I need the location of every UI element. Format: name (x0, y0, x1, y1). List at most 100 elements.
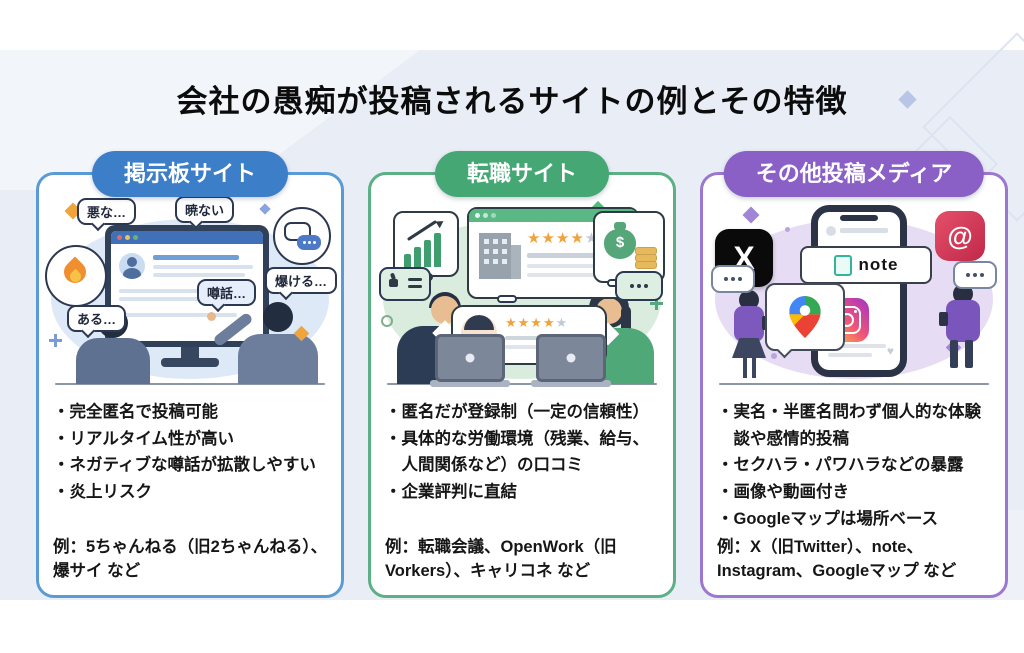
person-hoodie (946, 300, 980, 342)
feature-list: 完全匿名で投稿可能 リアルタイム性が高い ネガティブな噂話が拡散しやすい 炎上リ… (53, 399, 329, 506)
person-jacket (734, 306, 764, 342)
example-sites-text: 例：転職会議、OpenWork（旧Vorkers）、キャリコネ など (385, 538, 617, 581)
star-rating: ★★★★★ (527, 230, 598, 247)
person-leg (950, 340, 958, 368)
card-other-posting-media: その他投稿メディア ♥ note (700, 151, 1008, 598)
feature-item: セクハラ・パワハラなどの暴露 (717, 452, 993, 479)
window-dot (475, 213, 480, 218)
sparkle-icon (742, 206, 760, 224)
speech-bubble: ある… (67, 305, 127, 339)
money-bag-icon: $ (604, 222, 636, 259)
social-media-illustration: ♥ note X @ (711, 205, 997, 387)
card-bulletin-board-sites: 掲示板サイト (36, 151, 344, 598)
handheld-phone (939, 312, 948, 326)
trend-arrow-head (435, 217, 446, 229)
text-line (840, 228, 888, 233)
feature-item: 具体的な労働環境（残業、給与、人間関係など）の口コミ (385, 426, 661, 479)
dot-decoration (771, 353, 777, 359)
forum-avatar-icon (119, 253, 145, 279)
note-logo: note (800, 246, 932, 284)
coin-icon (635, 254, 657, 262)
monitor-stand-base (161, 358, 219, 367)
speech-bubble: 暁ない (175, 196, 235, 230)
speech-bubble: 悪な… (77, 198, 137, 232)
text-line (527, 253, 623, 258)
person-head (263, 302, 293, 332)
person-leg (965, 340, 973, 368)
speech-bubble: 噂話… (197, 279, 257, 313)
ground-line (719, 383, 989, 385)
card-header-bulletin-board: 掲示板サイト (91, 151, 289, 197)
page-title: 会社の愚痴が投稿されるサイトの例とその特徴 (176, 84, 848, 119)
building-icon (479, 233, 511, 279)
coin-icon (635, 247, 657, 255)
phone-notch (840, 215, 878, 221)
text-line (153, 273, 245, 277)
bubble-tail (497, 295, 517, 303)
person-skirt (732, 338, 766, 358)
dots-speech-bubble (615, 271, 663, 301)
heart-icon: ♥ (886, 344, 894, 358)
google-maps-bubble (765, 283, 845, 359)
thumbs-up-icon (389, 279, 398, 287)
window-dot (117, 235, 122, 240)
monitor-stand (181, 347, 199, 360)
laptop-left (430, 334, 510, 387)
feature-item: Googleマップは場所ベース (717, 506, 993, 533)
person-leg (752, 356, 756, 378)
text-line (828, 344, 886, 348)
plus-sparkle-icon (650, 297, 663, 310)
feature-item: ネガティブな噂話が拡散しやすい (53, 452, 329, 479)
feature-item: 匿名だが登録制（一定の信頼性） (385, 399, 661, 426)
feature-item: 実名・半匿名問わず個人的な体験談や感情的投稿 (717, 399, 993, 452)
person-back-view-right (207, 302, 319, 384)
text-line (527, 273, 597, 277)
circle-sparkle-icon (381, 315, 393, 327)
note-doc-icon (833, 254, 852, 276)
job-site-illustration: ★★★★★ ★★★★★ $ (379, 200, 665, 387)
feature-list: 実名・半匿名問わず個人的な体験談や感情的投稿 セクハラ・パワハラなどの暴露 画像… (717, 399, 993, 533)
window-dot (125, 235, 130, 240)
card-header-job-change: 転職サイト (434, 151, 610, 197)
ground-line (55, 383, 325, 385)
man-with-phone-figure (935, 284, 991, 384)
text-line (527, 264, 615, 268)
fire-speech-bubble (45, 245, 107, 307)
card-header-other-media: その他投稿メディア (723, 151, 985, 197)
text-line (153, 255, 239, 260)
laptop-right (531, 334, 611, 387)
thumbs-up-bubble (379, 267, 431, 301)
post-avatar-placeholder (826, 226, 836, 236)
example-sites-text: 例：X（旧Twitter）、note、Instagram、Googleマップ な… (717, 538, 957, 581)
chat-filled-bubble (297, 235, 321, 250)
text-line (119, 297, 227, 301)
avatar-hair (464, 315, 494, 330)
bulletin-board-illustration: 悪な… 暁ない 噂話… ある… 爆ける… (45, 196, 337, 387)
text-line (153, 265, 253, 269)
person-head (739, 290, 759, 310)
hair-side (621, 306, 631, 334)
feature-item: 画像や動画付き (717, 479, 993, 506)
person-shoulders (238, 334, 318, 384)
person-head (953, 284, 973, 304)
text-line (408, 278, 422, 281)
plus-sparkle-icon (49, 334, 62, 347)
feature-item: リアルタイム性が高い (53, 426, 329, 453)
text-line (828, 353, 872, 357)
feature-item: 企業評判に直結 (385, 479, 661, 506)
browser-title-bar (111, 231, 263, 244)
sparkle-icon (259, 203, 271, 215)
dots-speech-bubble (711, 265, 755, 293)
window-dot (483, 213, 488, 218)
person-leg (743, 356, 747, 378)
star-rating: ★★★★★ (505, 315, 569, 330)
building-tower (511, 245, 521, 279)
feature-item: 完全匿名で投稿可能 (53, 399, 329, 426)
chat-bubbles-icon (273, 207, 331, 265)
speech-bubble: 爆ける… (264, 267, 337, 301)
coin-icon (635, 261, 657, 269)
dots-speech-bubble (953, 261, 997, 289)
person-shoulders (76, 338, 150, 384)
threads-icon: @ (935, 211, 985, 261)
ground-line (387, 383, 657, 385)
